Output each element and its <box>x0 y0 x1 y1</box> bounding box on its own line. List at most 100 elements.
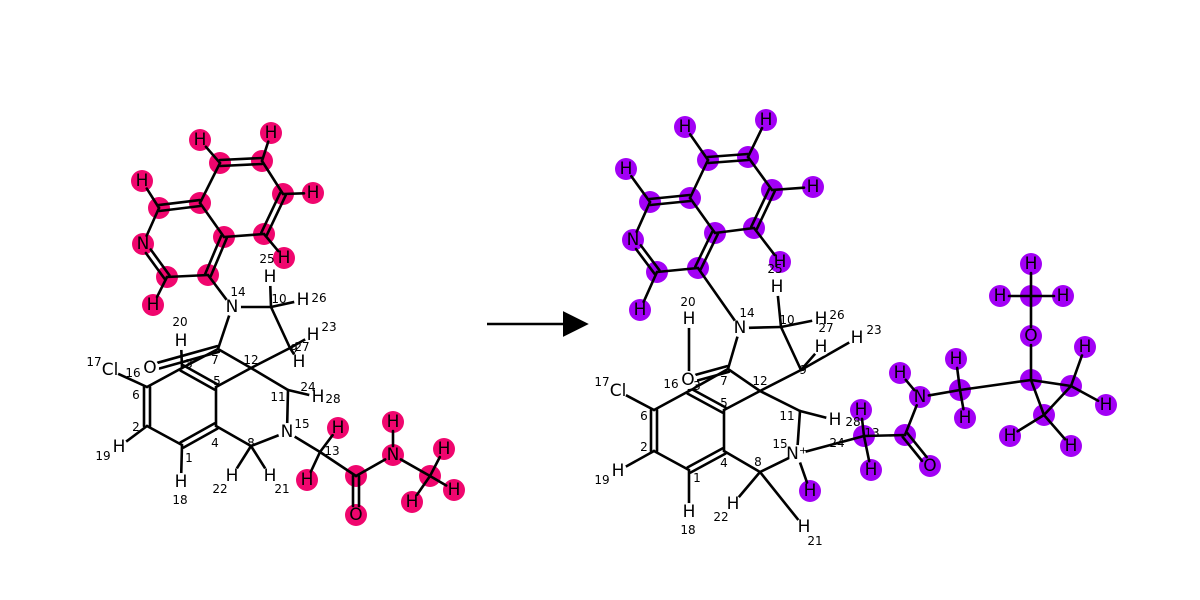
atom-label-bg <box>290 353 308 371</box>
atom-label-bg <box>101 361 119 379</box>
single-bond-line <box>655 266 700 274</box>
atom-highlight <box>945 348 967 370</box>
single-bond-line <box>758 368 803 393</box>
atom-index-label: 21 <box>807 534 822 548</box>
atom-highlight <box>345 504 367 526</box>
atom-label-bg <box>261 467 279 485</box>
atom-label: H <box>612 461 625 481</box>
atom-label: H <box>804 481 817 501</box>
single-bond-line <box>958 378 1033 392</box>
atom-label: H <box>406 492 419 512</box>
single-bond-line <box>214 366 253 389</box>
atom-label: H <box>264 267 277 287</box>
single-bond-line <box>696 266 737 322</box>
atom-index-label: 11 <box>270 390 285 404</box>
single-bond-line <box>688 196 717 235</box>
single-bond-line <box>428 474 448 487</box>
single-bond-line <box>688 158 710 200</box>
atom-label: H <box>994 286 1007 306</box>
atom-index-label: 10 <box>779 313 794 327</box>
atom-index-label: 18 <box>680 523 695 537</box>
single-bond-line <box>269 300 296 309</box>
single-bond-line <box>770 186 806 192</box>
atom-label-bg <box>172 332 190 350</box>
atom-index-label: 25 <box>767 262 782 276</box>
atom-highlight <box>860 459 882 481</box>
atom-highlight <box>273 247 295 269</box>
double-bond-line <box>706 158 750 165</box>
single-bond-line <box>198 161 222 205</box>
atom-label: H <box>620 159 633 179</box>
single-bond-line <box>145 366 184 389</box>
single-bond-line <box>249 433 280 448</box>
atom-label: H <box>307 325 320 345</box>
single-bond-line <box>862 434 871 463</box>
single-bond-line <box>124 424 149 443</box>
single-bond-line <box>249 366 290 392</box>
double-bond-line <box>158 204 202 213</box>
atom-label: H <box>634 300 647 320</box>
single-bond-line <box>758 456 791 474</box>
atom-index-label: 22 <box>212 482 227 496</box>
single-bond-line <box>779 319 814 329</box>
atom-label: N <box>914 387 927 407</box>
double-bond-line <box>686 447 724 469</box>
atom-index-label: 8 <box>754 455 762 469</box>
atom-highlight <box>615 158 637 180</box>
atom-index-label: 7 <box>211 353 219 367</box>
atom-highlight <box>1060 435 1082 457</box>
atom-label-bg <box>294 291 312 309</box>
atom-index-label: 26 <box>829 308 844 322</box>
single-bond-line <box>293 435 322 454</box>
atom-label: H <box>147 295 160 315</box>
single-bond-line <box>722 449 762 474</box>
atom-label: H <box>136 171 149 191</box>
atom-label: H <box>829 410 842 430</box>
atom-label: N <box>137 234 150 254</box>
atom-label: H <box>760 110 773 130</box>
atom-index-label: 22 <box>713 510 728 524</box>
atom-index-label: 20 <box>172 315 187 329</box>
atom-highlight <box>401 491 423 513</box>
single-bond-line <box>1016 413 1046 433</box>
single-bond-line <box>180 348 184 370</box>
single-bond-line <box>799 352 817 372</box>
single-bond-line <box>726 367 762 393</box>
atom-index-label: 17 <box>594 375 609 389</box>
atom-index-label: 28 <box>845 415 860 429</box>
double-bond-line <box>156 344 219 364</box>
double-bond-line <box>901 435 924 463</box>
single-bond-line <box>260 140 270 163</box>
single-bond-line <box>222 232 266 239</box>
single-bond-line <box>860 417 866 438</box>
double-bond-line <box>686 392 724 414</box>
double-bond-line <box>694 364 729 377</box>
atom-label: H <box>683 309 696 329</box>
single-bond-line <box>145 424 184 447</box>
atom-index-label: 8 <box>247 436 255 450</box>
single-bond-line <box>799 341 851 372</box>
atom-label: N <box>281 422 294 442</box>
single-bond-line <box>798 461 809 484</box>
double-bond-line <box>699 233 719 271</box>
single-bond-line <box>309 450 322 474</box>
atom-highlight <box>189 129 211 151</box>
atom-index-label: 16 <box>125 366 140 380</box>
atom-index-label: 5 <box>720 396 728 410</box>
atom-label: Cl <box>610 381 627 401</box>
atom-highlight <box>850 399 872 421</box>
atom-label-bg <box>141 359 159 377</box>
atom-label-bg <box>609 382 627 400</box>
atom-index-label: 24 <box>300 380 315 394</box>
single-bond-line <box>747 325 783 330</box>
atom-label: H <box>332 418 345 438</box>
single-bond-line <box>155 275 169 299</box>
double-bond-line <box>706 152 750 159</box>
single-bond-line <box>955 366 962 392</box>
double-bond-line <box>696 370 731 382</box>
single-bond-line <box>758 389 802 413</box>
atom-index-label: 10 <box>271 292 286 306</box>
double-bond-line <box>265 193 288 237</box>
atom-index-label: 6 <box>640 409 648 423</box>
atom-index-label: 24 <box>829 436 844 450</box>
